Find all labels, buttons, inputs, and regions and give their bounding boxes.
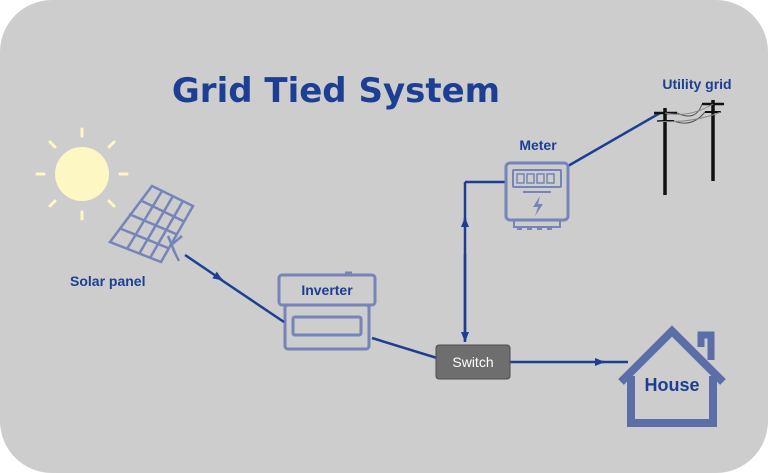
inverter-icon — [277, 271, 377, 351]
diagram-title: Grid Tied System — [172, 71, 500, 111]
wire-inverter-switch — [371, 336, 438, 360]
wire-meter-grid — [567, 111, 661, 168]
switch-box — [435, 344, 511, 380]
meter-icon — [504, 161, 570, 230]
sun-icon — [35, 127, 129, 221]
house-icon — [618, 325, 726, 427]
wire-panel-inverter — [219, 277, 285, 324]
wire-panel-arrow — [184, 253, 223, 282]
utility-grid-label: Utility grid — [662, 76, 731, 92]
solar-panel-label: Solar panel — [70, 273, 145, 289]
meter-label: Meter — [519, 137, 557, 153]
wires — [184, 111, 661, 366]
solar-panel-icon — [108, 184, 195, 264]
inverter-label: Inverter — [301, 282, 353, 298]
switch-label: Switch — [452, 354, 493, 370]
utility-pole-icon — [654, 100, 724, 195]
house-label: House — [644, 375, 699, 395]
